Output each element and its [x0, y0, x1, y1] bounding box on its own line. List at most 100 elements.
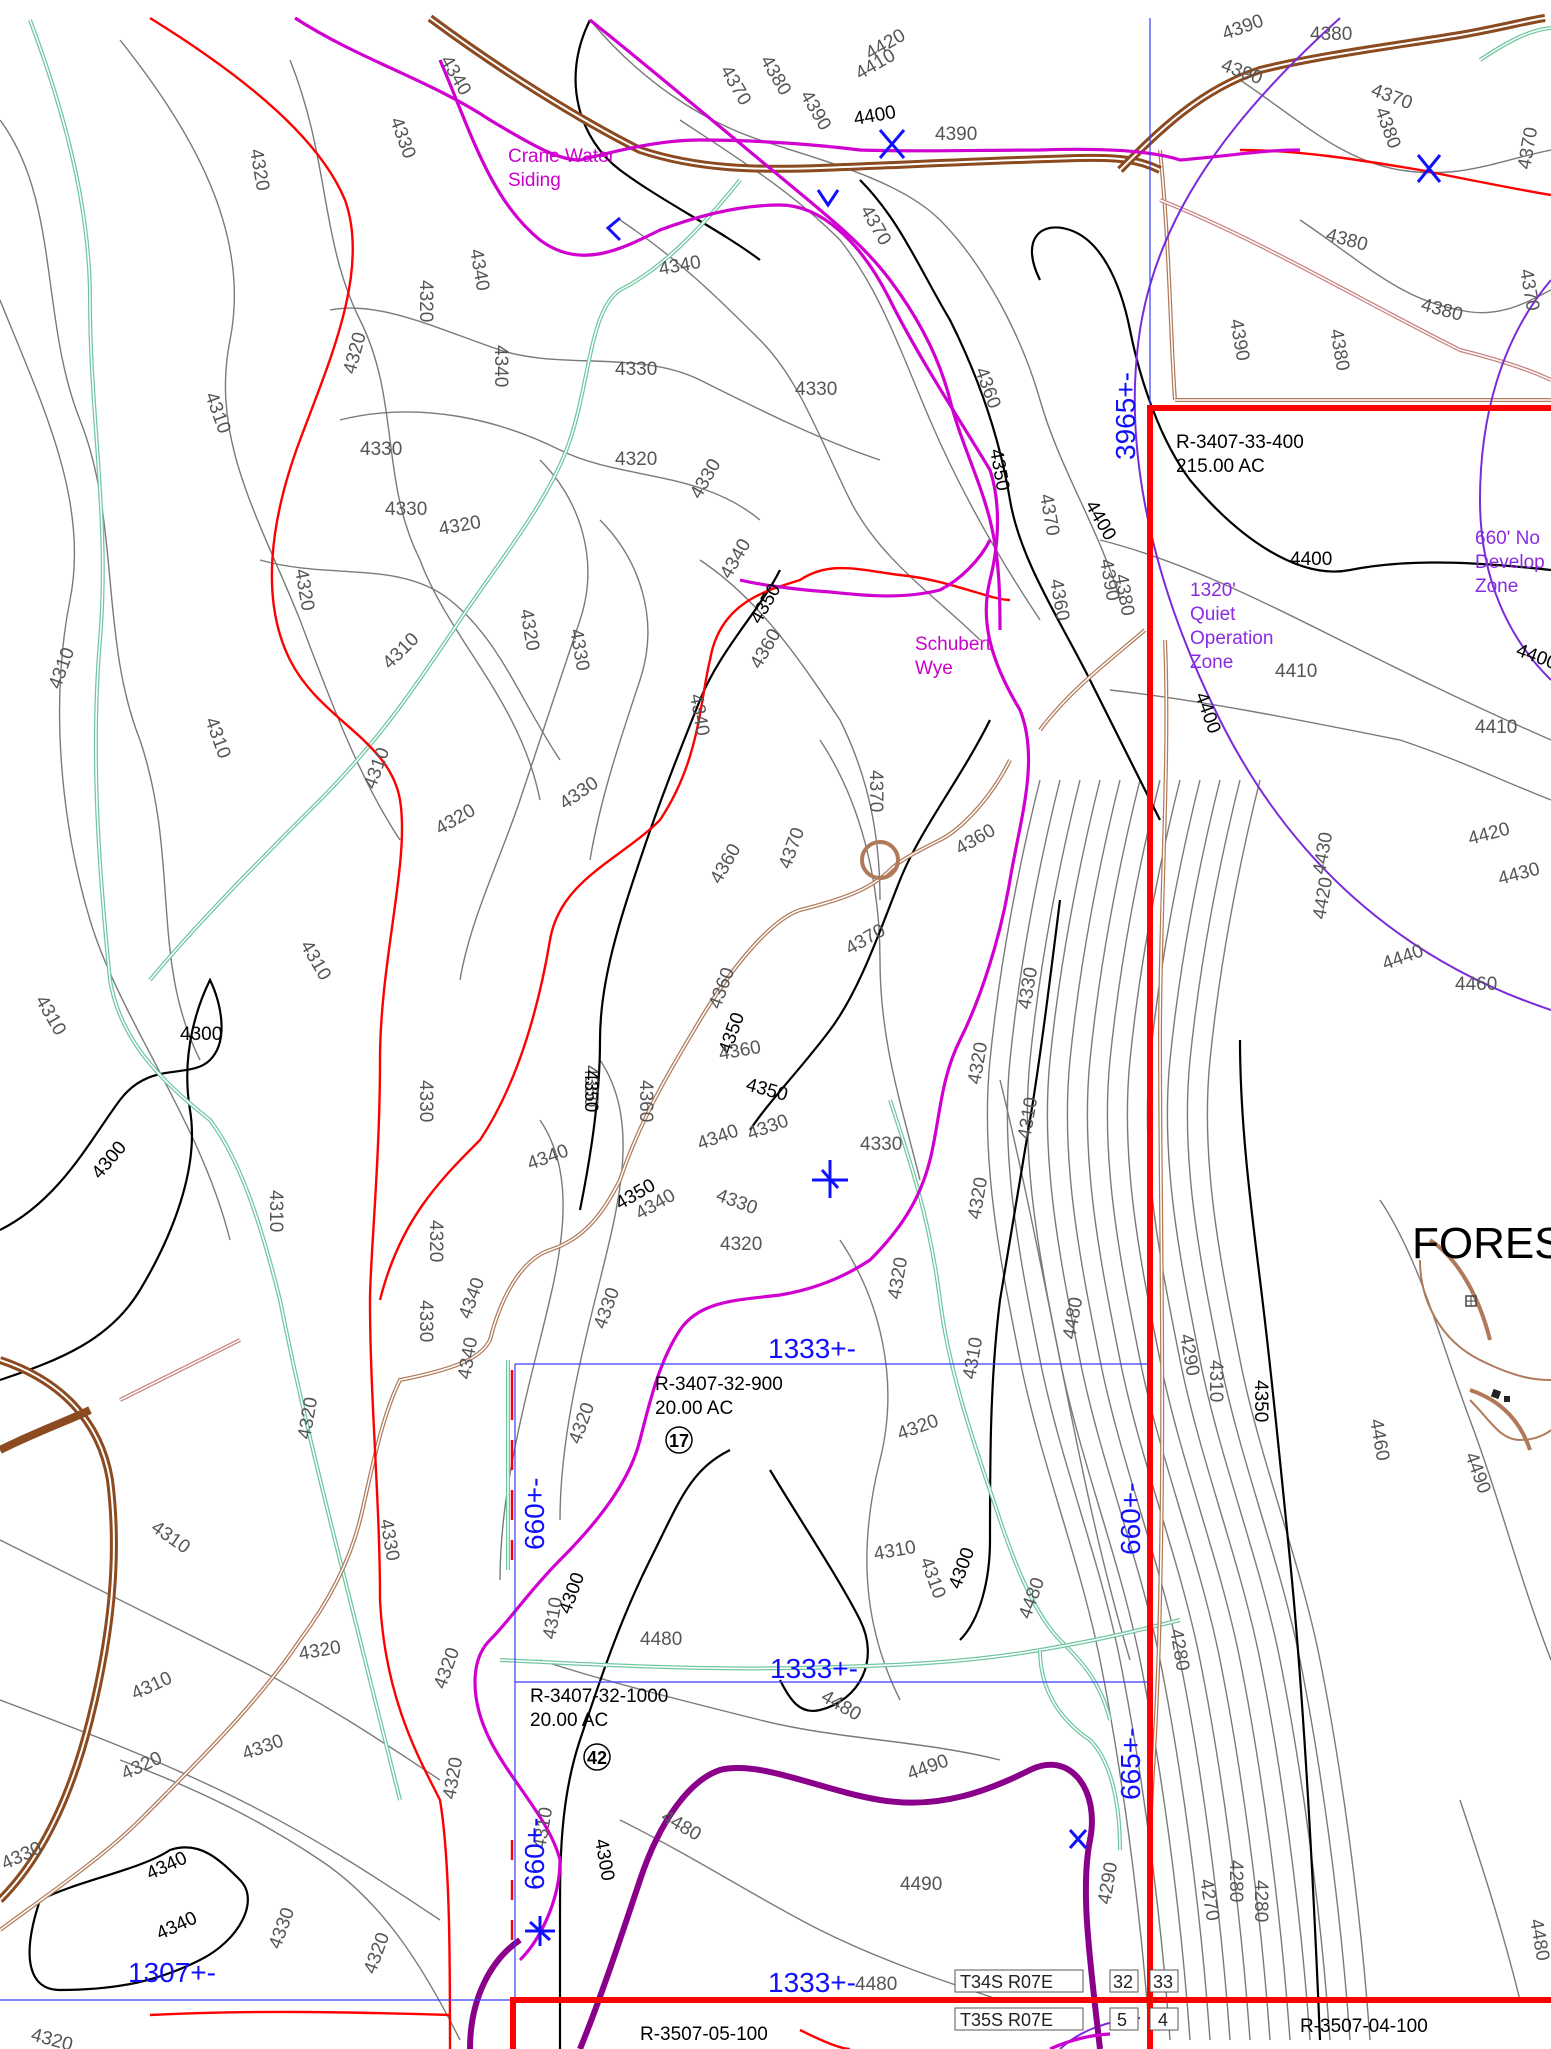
parcel-id[interactable]: R-3507-05-100 — [640, 2024, 768, 2045]
contour-label-index: 4400 — [1290, 549, 1332, 570]
switch-x-icon — [1068, 1829, 1088, 1849]
contour-label: 4310 — [265, 1190, 286, 1232]
contour-line — [329, 307, 881, 461]
quiet-zone-label: Zone — [1190, 652, 1233, 673]
contour-label: 4340 — [455, 1275, 489, 1322]
contour-label: 4330 — [415, 1080, 436, 1122]
contour-label: 4320 — [118, 1748, 165, 1785]
no-development-zone-label: Develop — [1475, 552, 1545, 573]
contour-label: 4370 — [716, 62, 755, 109]
dimension-label: 3965+- — [1110, 372, 1141, 460]
contour-line — [459, 459, 589, 981]
streams — [28, 19, 1551, 1851]
contour-label: 4340 — [525, 1141, 572, 1175]
contour-label: 4320 — [895, 1411, 942, 1445]
parcel-id[interactable]: R-3507-04-100 — [1300, 2016, 1428, 2037]
roads — [0, 14, 1546, 1903]
contour-label: 4330 — [240, 1731, 287, 1765]
crane-water-siding-label: Siding — [508, 170, 561, 191]
zone-labels: 1320' Quiet Operation Zone 660' No Devel… — [1190, 528, 1545, 673]
property-boundary — [510, 405, 1551, 2049]
parcel-lines — [0, 18, 1151, 2049]
parcel-id[interactable]: R-3407-32-1000 — [530, 1686, 668, 1707]
dimension-label: 665+- — [1115, 1728, 1146, 1800]
quiet-zone-label: Quiet — [1190, 604, 1236, 625]
contour-label: 4330 — [713, 1185, 760, 1219]
parcel-number: 42 — [587, 1748, 607, 1768]
contour-label-index: 4350 — [744, 1075, 790, 1106]
contour-label: 4320 — [565, 1400, 599, 1447]
parcel-labels: R-3407-33-400 215.00 AC R-3407-32-900 20… — [530, 432, 1428, 2045]
contour-label: 4310 — [915, 1555, 949, 1602]
contour-line — [839, 1239, 901, 1701]
contour-label: 4320 — [884, 1256, 912, 1301]
contour-line-4300 — [959, 899, 1062, 1641]
contour-line — [1239, 79, 1551, 174]
contour-label: 4320 — [340, 330, 371, 376]
contour-label-index: 4350 — [1250, 1380, 1271, 1422]
dimension-label: 660+- — [519, 1478, 550, 1550]
contour-label: 4380 — [1110, 572, 1138, 617]
contour-label: 4320 — [415, 280, 436, 322]
contour-line — [119, 1759, 461, 2041]
dimension-label: 1333+- — [768, 1967, 856, 1998]
contour-label: 4480 — [658, 1806, 705, 1845]
contour-label: 4320 — [297, 1637, 342, 1665]
contour-line — [1459, 1799, 1521, 2001]
contour-line — [819, 739, 921, 1181]
stream — [1038, 1649, 1122, 1851]
contour-line — [1109, 689, 1551, 801]
section-number: 5 — [1117, 2010, 1127, 2030]
contour-line — [0, 119, 201, 1061]
rail-line-bold — [467, 1937, 522, 2049]
contour-line — [1046, 779, 1211, 2041]
contour-label-index: 4300 — [590, 1837, 618, 1882]
contour-label: 4340 — [695, 1121, 742, 1155]
contour-label-index: 4350 — [985, 447, 1013, 492]
contour-label: 4330 — [556, 773, 603, 814]
trail — [1038, 628, 1147, 732]
crane-water-siding-label: Crane Water — [508, 146, 616, 167]
contour-label: 4360 — [706, 840, 745, 887]
parcel-id[interactable]: R-3407-32-900 — [655, 1374, 783, 1395]
property-line-road — [1159, 198, 1551, 382]
red-route — [149, 16, 452, 2049]
contour-label: 4480 — [1015, 1575, 1049, 1622]
switch-chevron-icon — [605, 216, 622, 242]
index-contours — [0, 19, 1551, 2049]
quiet-zone-label: Operation — [1190, 628, 1273, 649]
contour-label: 4430 — [1309, 831, 1337, 876]
contour-label: 4420 — [1309, 876, 1337, 921]
contour-label: 4330 — [565, 627, 593, 672]
contour-label: 4480 — [640, 1629, 682, 1650]
contour-label-index: 4300 — [180, 1024, 222, 1045]
contour-label: 4390 — [1225, 317, 1253, 362]
contour-label: 4310 — [539, 1596, 567, 1641]
contour-label: 4280 — [1225, 1860, 1246, 1902]
contour-label: 4310 — [147, 1517, 194, 1558]
red-route — [1239, 148, 1551, 197]
stream — [148, 178, 742, 982]
contour-label: 4360 — [1045, 577, 1073, 622]
contour-label: 4340 — [454, 1336, 482, 1381]
contour-label: 4380 — [1370, 105, 1404, 152]
contour-label: 4370 — [865, 770, 886, 812]
contour-label: 4360 — [705, 965, 739, 1012]
dimension-label: 1307+- — [128, 1957, 216, 1988]
contour-label: 4340 — [716, 535, 755, 582]
contour-line — [1006, 779, 1171, 2041]
contour-line-4350 — [749, 719, 991, 1131]
parcel-number-badge — [665, 1426, 693, 1454]
parcel-id[interactable]: R-3407-33-400 — [1176, 432, 1304, 453]
subject-property-boundary — [1147, 405, 1551, 2049]
dimension-label: 660+- — [519, 1818, 550, 1890]
contour-label: 4490 — [1460, 1450, 1494, 1497]
contour-label: 4320 — [29, 2025, 75, 2049]
contour-line — [0, 1699, 441, 1921]
switch-chevron-icon — [816, 189, 840, 208]
contour-line-4300 — [558, 1449, 731, 2049]
contour-line-4300 — [769, 1469, 869, 1713]
contour-label: 4320 — [432, 800, 479, 839]
rail-arc — [1049, 2032, 1111, 2049]
